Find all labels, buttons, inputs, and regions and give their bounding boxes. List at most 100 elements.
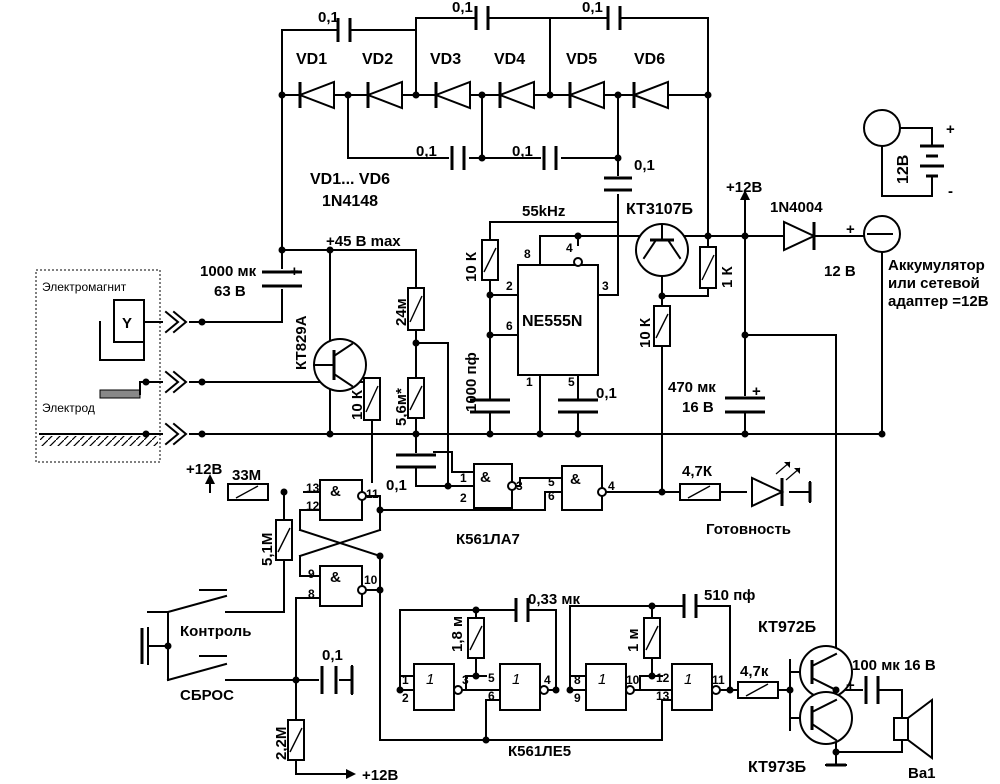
nand-gate (319, 565, 363, 607)
nor-gate (413, 663, 455, 711)
nor-gate (585, 663, 627, 711)
pin-2b: 2 (460, 491, 467, 505)
junctions (142, 91, 886, 756)
pin-5c: 5 (488, 671, 495, 685)
pin-8b: 8 (308, 587, 315, 601)
sensor-assembly (35, 269, 188, 463)
resistor (275, 519, 293, 561)
pin-1c: 1 (402, 673, 409, 687)
led (751, 461, 801, 508)
speaker (893, 698, 933, 760)
pin-13c: 13 (656, 689, 670, 703)
gate-1-d: 1 (684, 671, 692, 688)
voltage-12v-left: +12В (186, 461, 222, 478)
resistor (467, 617, 485, 659)
pin-3b: 3 (516, 479, 523, 493)
capacitor (558, 398, 598, 414)
res-1m-label: 1 м (625, 628, 642, 652)
diode-label-vd3: VD3 (430, 51, 461, 68)
cap-510-label: 510 пф (704, 587, 755, 604)
pin-2: 2 (506, 279, 513, 293)
pin-6b: 6 (548, 489, 555, 503)
kt3107-label: КТ3107Б (626, 201, 693, 218)
res-47k-label: 4,7К (682, 463, 713, 480)
pin-6: 6 (506, 319, 513, 333)
res-51m-label: 5,1М (259, 533, 276, 566)
cap-label-c3: 0,1 (582, 0, 603, 16)
cap-plus: + (290, 263, 299, 280)
pin-3: 3 (602, 279, 609, 293)
pin-4: 4 (566, 241, 573, 255)
resistor (699, 246, 717, 289)
cap-1000-voltage: 63 В (214, 283, 246, 300)
transistor (635, 223, 689, 277)
diode-label-vd5: VD5 (566, 51, 597, 68)
gate-amp-3: & (480, 469, 491, 486)
control-label: Контроль (180, 623, 251, 640)
pin-11c: 11 (712, 673, 725, 687)
capacitor-electrolytic (864, 676, 880, 704)
res-18m-label: 1,8 м (449, 616, 466, 652)
diode-label-vd1: VD1 (296, 51, 327, 68)
plus-sign: + (846, 221, 855, 238)
capacitor (470, 398, 510, 414)
voltage-12v-bottom: +12В (362, 767, 398, 784)
res-10k-label: 10 К (349, 389, 366, 420)
labels: 0,1 0,1 0,1 VD1 VD2 VD3 VD4 VD5 VD6 0,1 … (42, 0, 989, 784)
resistor (737, 681, 779, 699)
capacitor-electrolytic (725, 396, 765, 414)
res-22m-label: 2,2М (273, 727, 290, 760)
capacitor-electrolytic (262, 270, 302, 288)
gate-1-c: 1 (598, 671, 606, 688)
resistor (363, 377, 381, 421)
resistor (407, 377, 425, 419)
pin-11: 11 (366, 487, 379, 501)
pin-1b: 1 (460, 471, 467, 485)
gate-amp-1: & (330, 483, 341, 500)
diode-range-label: VD1... VD6 (310, 171, 390, 188)
pin-10: 10 (364, 573, 378, 587)
resistor (287, 719, 305, 761)
pin-9: 9 (308, 567, 315, 581)
resistor (643, 617, 661, 659)
cap-01-reset: 0,1 (322, 647, 343, 664)
source-label-line3: адаптер =12В (888, 293, 989, 310)
pin-2c: 2 (402, 691, 409, 705)
kt972-label: КТ972Б (758, 619, 816, 636)
capacitor (604, 176, 632, 192)
diode (497, 80, 535, 110)
voltage-12v-label: +12В (726, 179, 762, 196)
integrated-circuits (319, 257, 721, 711)
capacitor (450, 146, 466, 170)
res-1k-label: 1 К (719, 265, 736, 288)
capacitor (469, 6, 501, 30)
kt973-label: КТ973Б (748, 759, 806, 776)
cap-label-c1: 0,1 (318, 9, 339, 26)
pin-10c: 10 (626, 673, 640, 687)
battery-voltage-label: 12В (895, 155, 912, 184)
capacitor (599, 6, 631, 30)
gate-amp-4: & (570, 471, 581, 488)
pin-9c: 9 (574, 691, 581, 705)
resistor (653, 305, 671, 347)
capacitor (542, 146, 558, 170)
capacitor (679, 594, 701, 618)
cap-470-voltage: 16 В (682, 399, 714, 416)
frequency-label: 55kHz (522, 203, 565, 220)
cap-label-c5: 0,1 (512, 143, 533, 160)
cap-1000pf-label: 1000 пф (463, 352, 480, 412)
gate-1-a: 1 (426, 671, 434, 688)
transistor (799, 691, 853, 745)
res-10k-555-label: 10 К (463, 251, 480, 282)
diode (297, 80, 335, 110)
ground-symbols (140, 482, 846, 767)
transistors (313, 223, 853, 745)
nand-gate (561, 465, 603, 511)
res-33m-label: 33М (232, 467, 261, 484)
cap-1000-label: 1000 мк (200, 263, 257, 280)
cap-label-c2: 0,1 (452, 0, 473, 16)
gate-1-b: 1 (512, 671, 520, 688)
cap-100-plus: + (846, 677, 855, 694)
